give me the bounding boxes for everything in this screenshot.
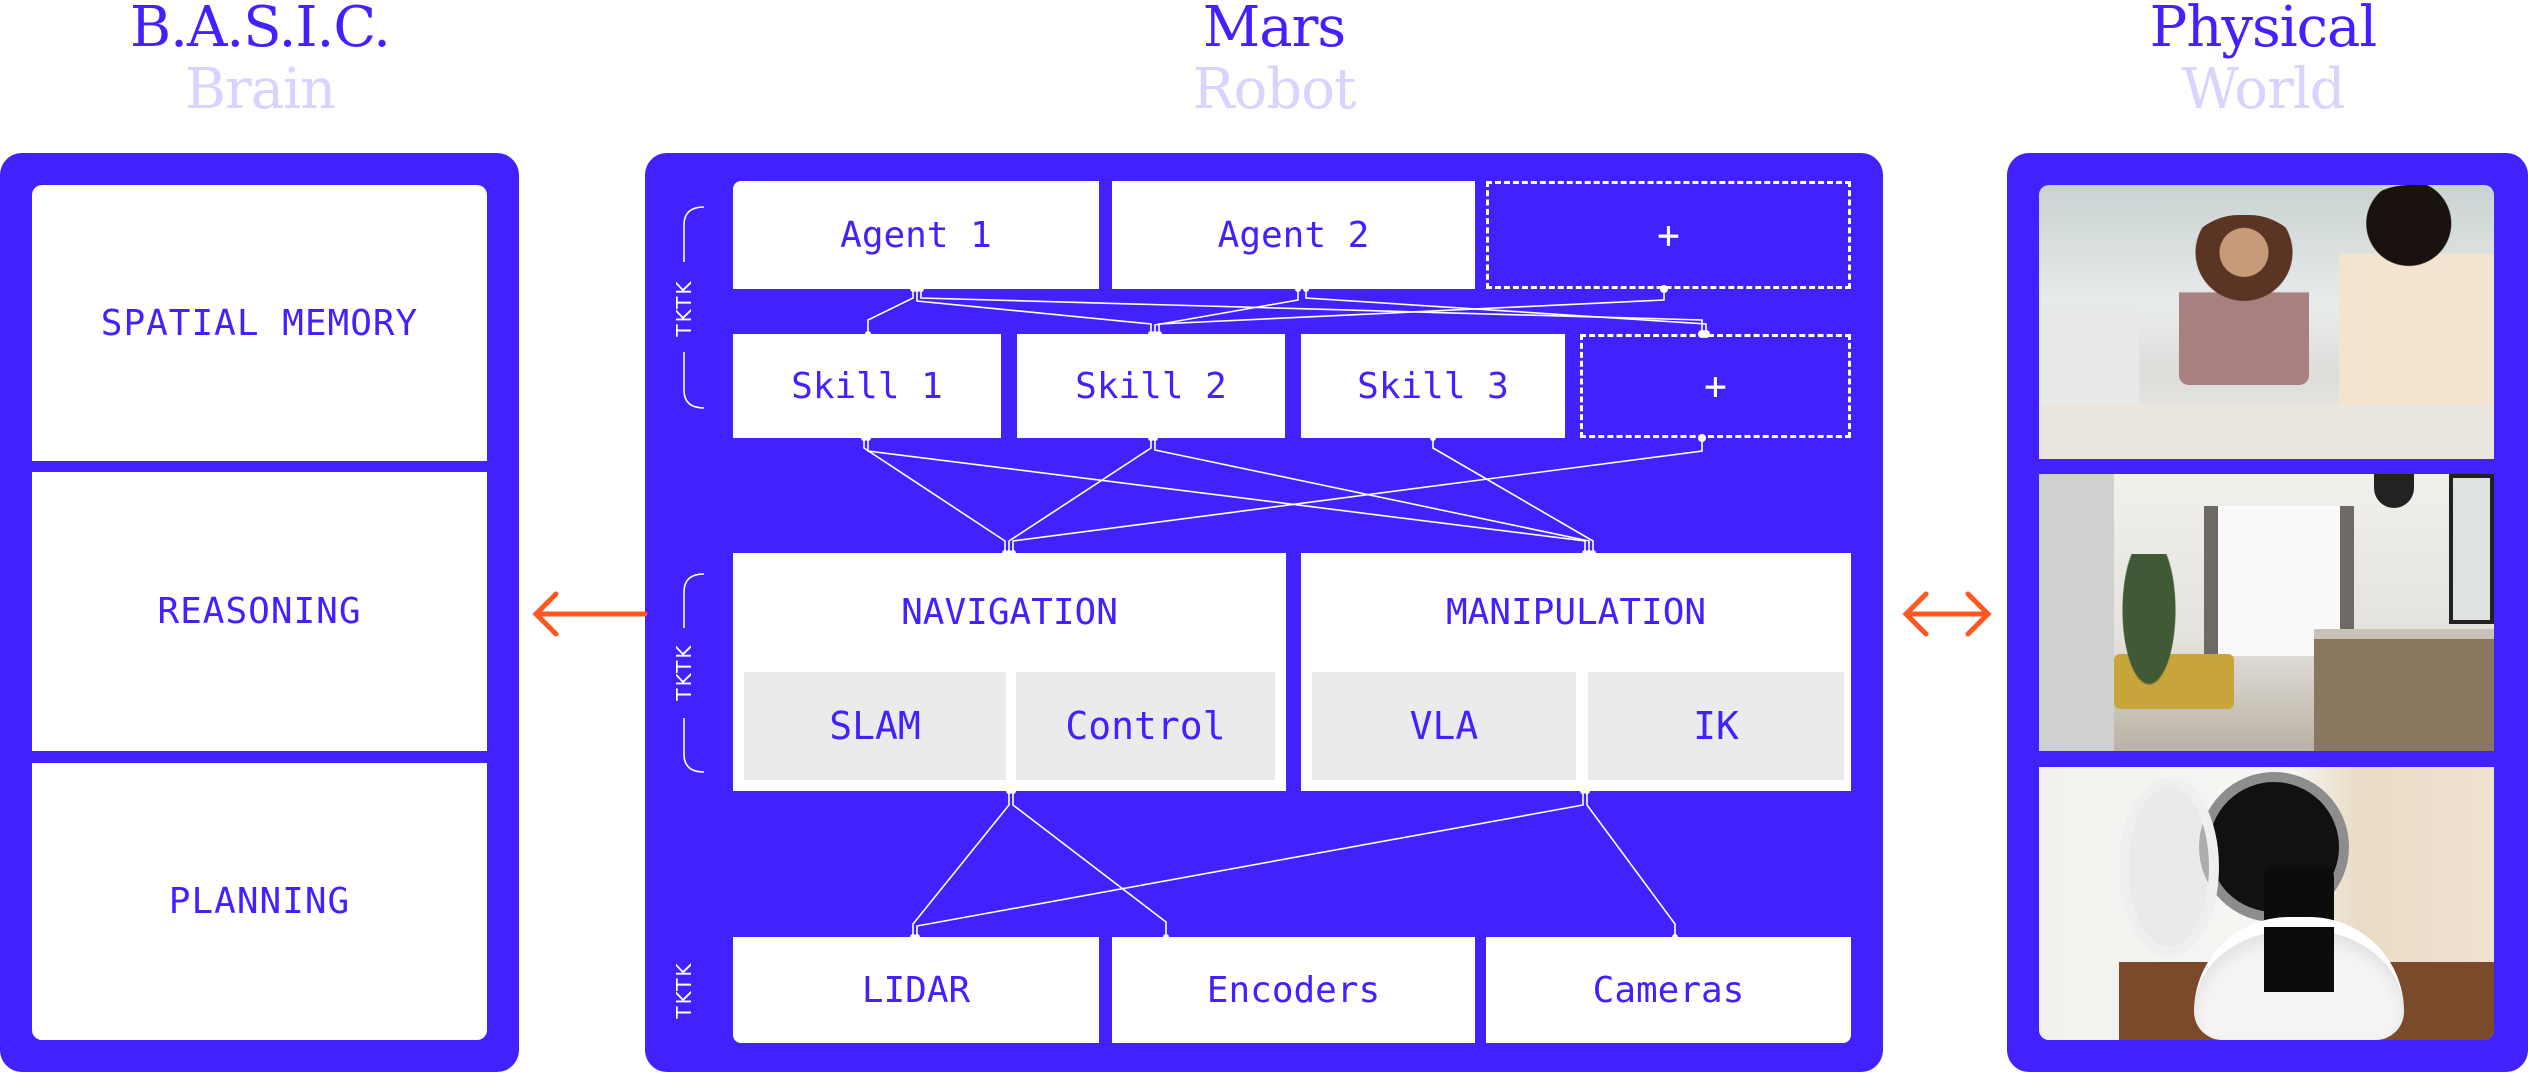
sub-module-control[interactable]: Control xyxy=(1016,672,1275,780)
module-title: MANIPULATION xyxy=(1445,592,1707,633)
skill-1-box[interactable]: Skill 1 xyxy=(733,334,1001,438)
photo-office-desk xyxy=(2039,405,2494,459)
sub-module-label: Control xyxy=(1065,704,1226,748)
brain-item-label: SPATIAL MEMORY xyxy=(100,302,419,344)
photo-laundry-basket-clothes xyxy=(2264,927,2334,992)
photo-office-man xyxy=(2339,185,2494,425)
module-title: NAVIGATION xyxy=(901,592,1118,633)
add-skill-button[interactable]: + xyxy=(1580,334,1851,438)
sub-module-slam[interactable]: SLAM xyxy=(744,672,1006,780)
agent-label: Agent 2 xyxy=(1217,214,1370,256)
photo-office xyxy=(2039,185,2494,459)
brain-header-title: B.A.S.I.C. xyxy=(130,0,391,60)
photo-office-woman xyxy=(2179,215,2309,385)
skill-label: Skill 3 xyxy=(1357,365,1509,407)
group-label-sensors: TKTK xyxy=(672,961,696,1019)
robot-header: Mars Robot xyxy=(1014,0,1534,118)
photo-office-laptop xyxy=(2039,305,2139,405)
skill-3-box[interactable]: Skill 3 xyxy=(1301,334,1565,438)
photo-laundry xyxy=(2039,767,2494,1040)
sensor-cameras[interactable]: Cameras xyxy=(1486,937,1851,1043)
agent-1-box[interactable]: Agent 1 xyxy=(733,181,1099,289)
photo-living-room-window xyxy=(2204,506,2354,656)
brain-item-reasoning: REASONING xyxy=(32,472,487,751)
robot-header-title: Mars xyxy=(1202,0,1346,60)
photo-living-room-lamp xyxy=(2374,474,2414,508)
photo-living-room xyxy=(2039,474,2494,751)
group-label-agents-skills: TKTK xyxy=(672,279,696,337)
world-header: Physical World xyxy=(2003,0,2523,118)
skill-label: Skill 2 xyxy=(1075,365,1227,407)
photo-living-room-plant xyxy=(2119,554,2179,694)
sensor-label: LIDAR xyxy=(861,969,971,1011)
group-label-modules: TKTK xyxy=(672,643,696,701)
plus-icon: + xyxy=(1704,364,1727,408)
agent-label: Agent 1 xyxy=(840,214,992,256)
sensor-lidar[interactable]: LIDAR xyxy=(733,937,1099,1043)
brain-item-planning: PLANNING xyxy=(32,763,487,1040)
photo-laundry-door xyxy=(2119,777,2219,957)
photo-living-room-island xyxy=(2314,629,2494,751)
left-arrow-icon xyxy=(532,591,648,637)
sub-module-vla[interactable]: VLA xyxy=(1312,672,1576,780)
sensor-label: Encoders xyxy=(1206,969,1381,1011)
brain-item-label: REASONING xyxy=(157,591,362,632)
sub-module-label: IK xyxy=(1693,704,1739,748)
sub-module-ik[interactable]: IK xyxy=(1588,672,1844,780)
photo-living-room-door xyxy=(2039,474,2114,751)
sensor-encoders[interactable]: Encoders xyxy=(1112,937,1475,1043)
brain-header-subtitle: Brain xyxy=(184,57,336,122)
sensor-label: Cameras xyxy=(1592,969,1745,1011)
brain-item-label: PLANNING xyxy=(168,881,351,922)
manipulation-module[interactable]: MANIPULATION VLA IK xyxy=(1301,553,1851,791)
robot-header-subtitle: Robot xyxy=(1192,57,1357,122)
skill-label: Skill 1 xyxy=(791,365,943,407)
sub-module-label: VLA xyxy=(1409,704,1479,748)
skill-2-box[interactable]: Skill 2 xyxy=(1017,334,1285,438)
photo-living-room-frame xyxy=(2449,474,2494,624)
sub-module-label: SLAM xyxy=(829,704,921,748)
double-arrow-icon xyxy=(1902,591,1992,637)
world-header-subtitle: World xyxy=(2181,57,2346,122)
add-agent-button[interactable]: + xyxy=(1486,181,1851,289)
agent-2-box[interactable]: Agent 2 xyxy=(1112,181,1475,289)
navigation-module[interactable]: NAVIGATION SLAM Control xyxy=(733,553,1286,791)
brain-header: B.A.S.I.C. Brain xyxy=(0,0,520,118)
world-header-title: Physical xyxy=(2149,0,2378,60)
plus-icon: + xyxy=(1657,213,1680,257)
brain-item-spatial-memory: SPATIAL MEMORY xyxy=(32,185,487,461)
